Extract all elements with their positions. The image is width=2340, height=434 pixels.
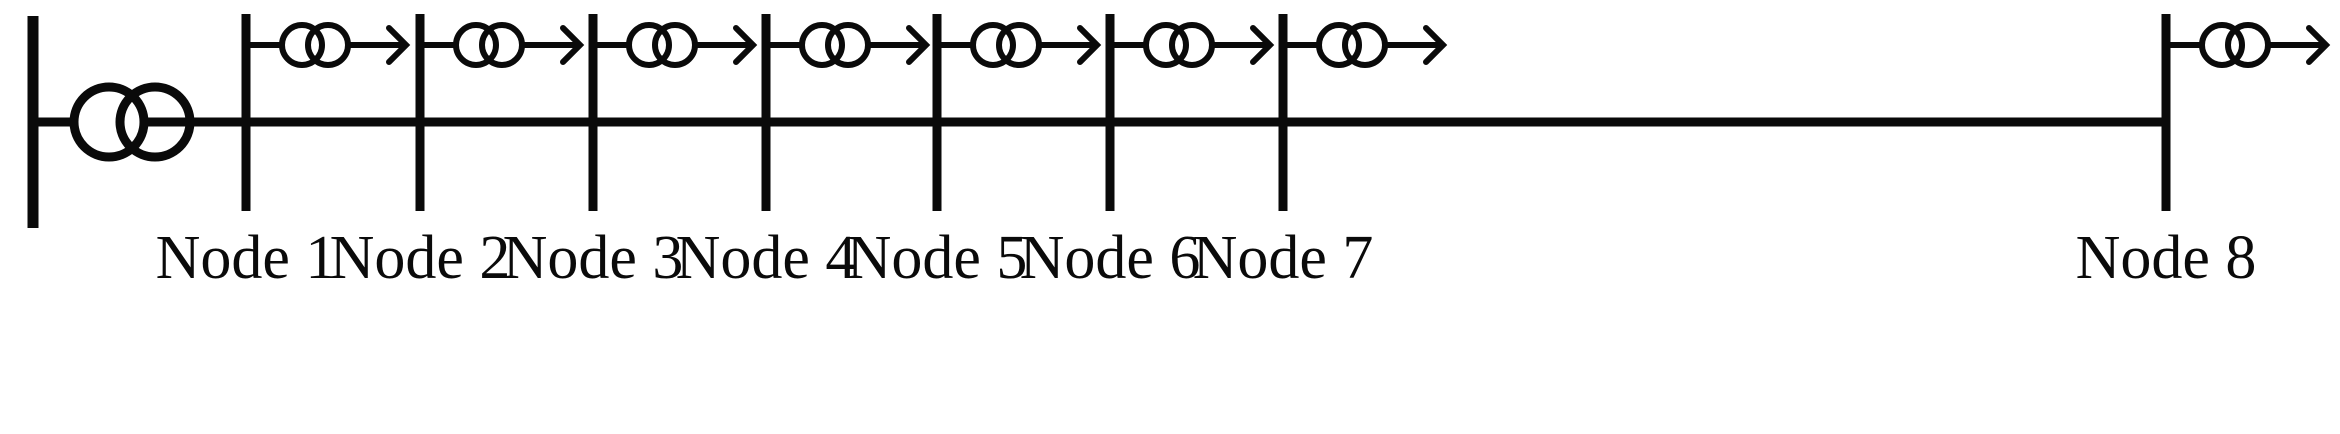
branch-transformer[interactable] <box>799 22 871 68</box>
load-arrow-head <box>733 25 758 65</box>
load-arrow-head <box>1423 25 1448 65</box>
node-section <box>241 14 411 211</box>
branch-transformer[interactable] <box>1143 22 1215 68</box>
node-label: Node 2 <box>330 224 511 292</box>
branch-transformer[interactable] <box>1316 22 1388 68</box>
load-arrow-head <box>1077 25 1102 65</box>
node-section <box>588 14 758 211</box>
load-arrow[interactable] <box>348 25 411 65</box>
load-arrow-head <box>906 25 931 65</box>
load-arrow-head <box>386 25 411 65</box>
load-arrow[interactable] <box>522 25 585 65</box>
node-section <box>1105 14 1275 211</box>
branch-transformer[interactable] <box>453 22 525 68</box>
load-arrow[interactable] <box>1212 25 1275 65</box>
load-arrow[interactable] <box>2268 25 2331 65</box>
main-transformer-circle-right <box>115 82 195 162</box>
source-group <box>27 16 195 228</box>
node-label: Node 6 <box>1020 224 1201 292</box>
node-label: Node 3 <box>503 224 684 292</box>
node-label: Node 4 <box>676 224 857 292</box>
node-label: Node 1 <box>156 224 337 292</box>
load-arrow[interactable] <box>1039 25 1102 65</box>
load-arrow-head <box>560 25 585 65</box>
node-section <box>1278 14 1448 211</box>
nodes-group <box>241 14 2331 211</box>
main-transformer <box>69 82 195 162</box>
load-arrow[interactable] <box>868 25 931 65</box>
node-label: Node 5 <box>847 224 1028 292</box>
load-arrow[interactable] <box>695 25 758 65</box>
branch-transformer[interactable] <box>970 22 1042 68</box>
load-arrow-head <box>1250 25 1275 65</box>
node-section <box>415 14 585 211</box>
node-label: Node 8 <box>2076 224 2257 292</box>
node-section <box>761 14 931 211</box>
node-section <box>932 14 1102 211</box>
node-section <box>2161 14 2331 211</box>
branch-transformer[interactable] <box>2199 22 2271 68</box>
branch-transformer[interactable] <box>279 22 351 68</box>
branch-transformer[interactable] <box>626 22 698 68</box>
load-arrow-head <box>2306 25 2331 65</box>
node-label: Node 7 <box>1193 224 1374 292</box>
load-arrow[interactable] <box>1385 25 1448 65</box>
